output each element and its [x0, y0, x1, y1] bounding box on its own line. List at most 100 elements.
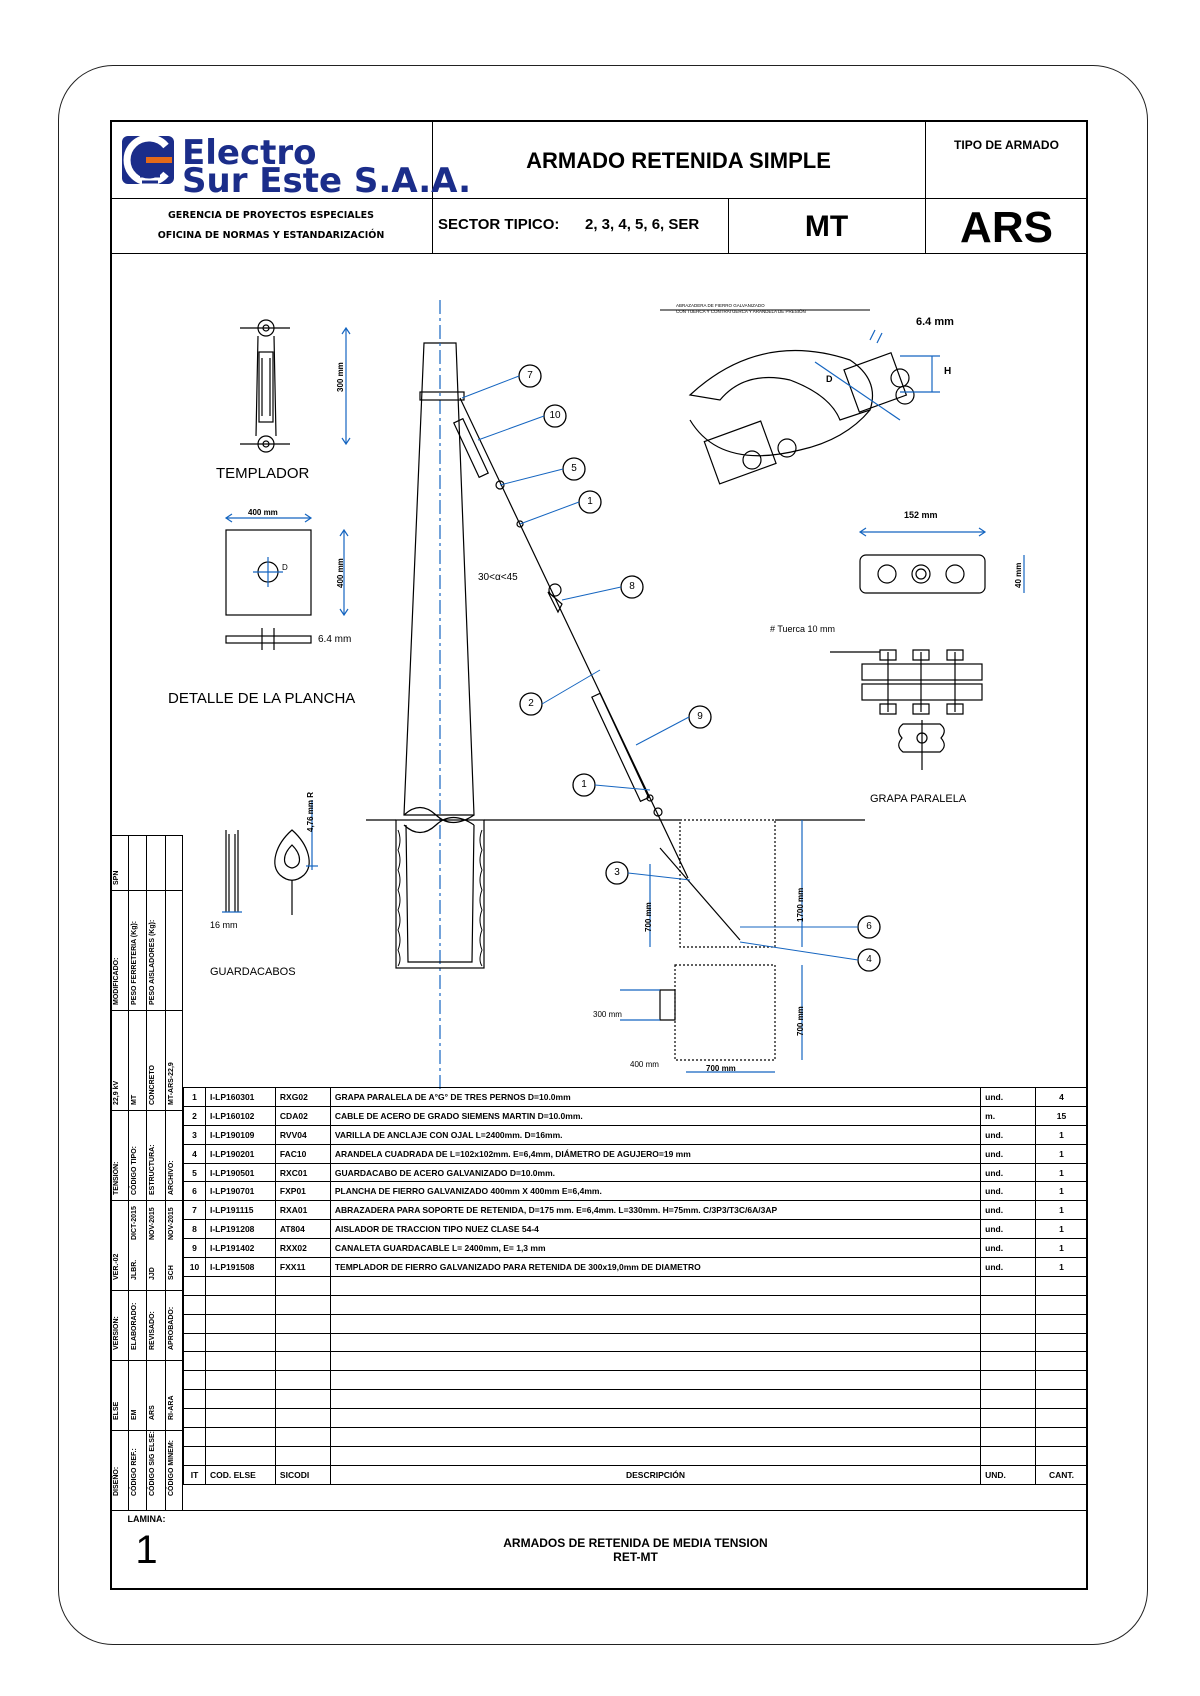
drawing-sheet — [110, 120, 1088, 1590]
title-vdivider-2 — [925, 120, 926, 253]
sector-values: 2, 3, 4, 5, 6, SER — [585, 216, 700, 233]
side-row-divider — [110, 1010, 183, 1011]
table-cell — [329, 1275, 982, 1296]
guardacabos-dim1: 16 mm — [210, 920, 238, 930]
table-row-empty — [183, 1332, 1088, 1353]
table-cell — [204, 1294, 276, 1315]
table-cell — [980, 1370, 1037, 1391]
base-dim-300: 300 mm — [593, 1010, 622, 1019]
footer-title-line1: ARMADOS DE RETENIDA DE MEDIA TENSION — [503, 1536, 768, 1550]
table-header-cell: SICODI — [274, 1464, 331, 1485]
callout-label: 9 — [697, 711, 703, 722]
table-header-cell: DESCRIPCIÓN — [329, 1464, 982, 1485]
table-row-empty — [183, 1408, 1088, 1429]
table-cell — [329, 1332, 982, 1353]
side-label: NOV-2015 — [149, 1207, 156, 1240]
table-cell — [980, 1445, 1037, 1466]
table-header-cell: COD. ELSE — [204, 1464, 276, 1485]
table-cell — [329, 1370, 982, 1391]
company-logo-icon — [122, 134, 174, 186]
pole — [366, 300, 865, 1090]
table-cell — [1035, 1351, 1088, 1372]
grapa-paralela-detail — [830, 527, 1025, 770]
table-cell: RVV04 — [274, 1124, 331, 1145]
table-cell — [329, 1351, 982, 1372]
guardacabos-dim2: 4,76 mm R — [306, 791, 315, 832]
side-row-divider — [110, 1200, 183, 1201]
table-cell — [274, 1408, 331, 1429]
side-label: MODIFICADO: — [113, 957, 120, 1005]
table-cell — [329, 1313, 982, 1334]
guardacabos-detail — [222, 800, 318, 915]
voltage-level: MT — [804, 210, 849, 243]
guardacabos-label: GUARDACABOS — [210, 966, 296, 978]
table-cell: GUARDACABO DE ACERO GALVANIZADO D=10.0mm… — [329, 1162, 982, 1183]
templador-dimension: 300 mm — [336, 362, 345, 392]
table-cell — [329, 1389, 982, 1410]
table-cell — [329, 1294, 982, 1315]
callout-label: 1 — [587, 496, 593, 507]
side-row-divider — [110, 890, 183, 891]
table-cell: 1 — [1035, 1162, 1088, 1183]
title-vdivider-3 — [728, 198, 729, 253]
callout-label: 1 — [581, 779, 587, 790]
side-col-divider — [165, 835, 166, 1510]
table-cell — [980, 1351, 1037, 1372]
table-row-empty — [183, 1445, 1088, 1466]
plancha-height-dim: 400 mm — [336, 558, 345, 588]
table-cell: 7 — [183, 1200, 206, 1221]
table-row-empty — [183, 1370, 1088, 1391]
templador-label: TEMPLADOR — [216, 465, 310, 482]
abrazadera-thickness: 6.4 mm — [916, 316, 954, 328]
table-cell — [183, 1351, 206, 1372]
table-cell: AISLADOR DE TRACCION TIPO NUEZ CLASE 54-… — [329, 1219, 982, 1240]
armado-code: ARS — [960, 203, 1053, 252]
table-cell: 10 — [183, 1257, 206, 1277]
table-cell — [274, 1445, 331, 1466]
table-cell — [980, 1313, 1037, 1334]
callout-circles — [518, 364, 881, 972]
side-label: ARS — [149, 1405, 156, 1420]
table-cell — [183, 1294, 206, 1315]
table-cell: und. — [980, 1124, 1037, 1145]
table-cell: I-LP191508 — [204, 1257, 276, 1277]
plancha-width-dim: 400 mm — [248, 508, 278, 517]
table-cell — [980, 1427, 1037, 1447]
table-cell: m. — [980, 1105, 1037, 1126]
table-row-empty — [183, 1294, 1088, 1315]
table-cell: 3 — [183, 1124, 206, 1145]
side-label: NOV-2015 — [168, 1207, 175, 1240]
table-row-empty — [183, 1313, 1088, 1334]
callout-label: 8 — [629, 581, 635, 592]
table-cell — [980, 1408, 1037, 1429]
table-cell — [204, 1370, 276, 1391]
table-cell: CDA02 — [274, 1105, 331, 1126]
table-cell: I-LP160102 — [204, 1105, 276, 1126]
side-label: VER.-02 — [113, 1253, 120, 1280]
table-row-empty — [183, 1351, 1088, 1372]
table-cell: 6 — [183, 1181, 206, 1202]
angle-label: 30<α<45 — [478, 572, 518, 583]
side-label: ELABORADO: — [131, 1302, 138, 1350]
table-cell — [1035, 1313, 1088, 1334]
table-cell — [204, 1427, 276, 1447]
grapa-label: GRAPA PARALELA — [870, 793, 967, 805]
grapa-width-dim: 152 mm — [904, 510, 938, 520]
company-name-line2: Sur Este S.A.A. — [182, 161, 472, 201]
title-divider-2 — [110, 253, 1088, 254]
side-label: JJD — [149, 1267, 156, 1280]
table-cell: PLANCHA DE FIERRO GALVANIZADO 400mm X 40… — [329, 1181, 982, 1202]
table-cell: 1 — [1035, 1181, 1088, 1202]
table-cell: I-LP190201 — [204, 1143, 276, 1164]
anchor-block-dim: 700 mm — [644, 902, 653, 932]
side-label: SPN — [113, 870, 120, 885]
table-cell — [274, 1275, 331, 1296]
table-cell: RXG02 — [274, 1087, 331, 1107]
